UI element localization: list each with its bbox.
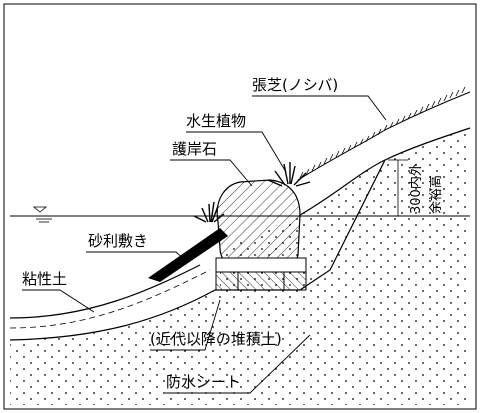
frame-border (3, 3, 477, 410)
leader-lines (22, 95, 387, 394)
label-modern-fill: (近代以降の堆積土) (150, 330, 282, 348)
slope-line-upper (299, 127, 471, 216)
water-level-symbol (32, 206, 52, 223)
label-freeboard: 余裕高 (428, 175, 444, 214)
revetment-stone (216, 179, 301, 267)
label-aquatic-plants: 水生植物 (186, 112, 246, 130)
turf-line (297, 91, 471, 181)
clay-dashed-line (9, 269, 211, 329)
label-clay-soil: 粘性土 (22, 270, 67, 288)
label-gravel: 砂利敷き (88, 232, 148, 250)
foundation-block (215, 257, 307, 291)
freeboard-dimension (388, 159, 408, 217)
turf-spikes (299, 86, 466, 179)
clay-band (10, 250, 220, 340)
plants-left (193, 201, 225, 223)
label-turf: 張芝(ノシバ) (252, 76, 338, 94)
waterproof-sheet-line (9, 159, 386, 341)
slope-line-lower (9, 264, 201, 319)
label-waterproof-sheet: 防水シート (166, 373, 241, 391)
plants-right (267, 162, 311, 187)
label-freeboard-height: 300内外 (408, 163, 424, 214)
label-revetment-stone: 護岸石 (172, 140, 217, 158)
gravel-strip (148, 228, 228, 282)
